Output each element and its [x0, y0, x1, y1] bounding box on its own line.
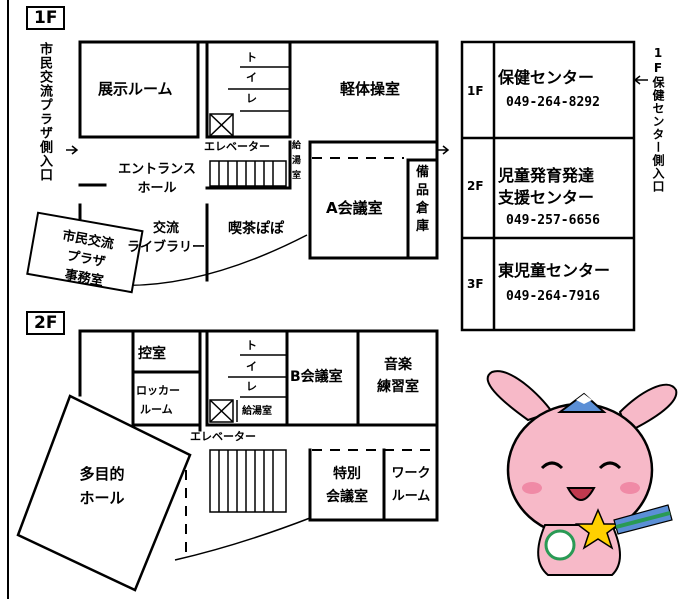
- multipurpose-label-2: ホール: [79, 489, 125, 507]
- exhibit-room-label: 展示ルーム: [98, 80, 173, 98]
- entrance-hall-label-2: ホール: [137, 181, 177, 196]
- storage-label-2: 品: [416, 183, 430, 198]
- plaza-entrance-label: 市民交流プラザ側入口: [37, 42, 52, 182]
- elevator-label-2f: エレベーター: [190, 430, 256, 443]
- meeting-a-label: A会議室: [326, 199, 383, 217]
- storage-label-4: 庫: [416, 219, 430, 234]
- special-meeting-label-1: 特別: [333, 466, 361, 482]
- floor-label-2f: 2F: [26, 311, 66, 335]
- multipurpose-label-1: 多目的: [79, 465, 125, 483]
- library-label-2: ライブラリー: [126, 240, 205, 255]
- stairs-1f: [209, 66, 290, 187]
- multipurpose-hall-outline: [16, 394, 192, 592]
- elevator-icon: [209, 399, 234, 423]
- special-meeting-label-2: 会議室: [326, 489, 368, 505]
- mascot-icon: [486, 370, 678, 576]
- library-label-1: 交流: [152, 221, 179, 236]
- meeting-b-label: B会議室: [290, 369, 343, 385]
- hc-name-2f-2: 支援センター: [498, 188, 595, 207]
- hc-name-2f-1: 児童発育発達: [498, 166, 595, 185]
- hc-floor-3f: 3F: [467, 277, 484, 291]
- workroom-label-1: ワーク: [391, 466, 431, 481]
- kitchen-label-3: 室: [292, 171, 302, 181]
- locker-label-2: ルーム: [140, 403, 173, 416]
- hc-floor-2f: 2F: [467, 179, 484, 193]
- hc-phone-2f: 049-257-6656: [506, 213, 600, 228]
- hc-name-1f: 保健センター: [498, 68, 595, 87]
- locker-label-1: ロッカー: [136, 384, 180, 397]
- kitchen2-label: 給湯室: [242, 406, 272, 417]
- toilet2-label-3: レ: [246, 380, 257, 393]
- elevator-icon: [209, 113, 234, 137]
- hc-phone-3f: 049-264-7916: [506, 289, 600, 304]
- kitchen-label-1: 給: [292, 141, 302, 151]
- workroom-label-2: ルーム: [391, 489, 431, 504]
- toilet-label-1: ト: [246, 51, 257, 64]
- light-gym-outline: [288, 40, 439, 144]
- entrance-hall-label-1: エントランス: [118, 162, 196, 177]
- hc-entrance-label: 1F保健センター側入口: [651, 46, 665, 193]
- hc-floor-1f: 1F: [467, 84, 484, 98]
- anteroom-label: 控室: [138, 346, 166, 362]
- toilet2-label-1: ト: [246, 339, 257, 352]
- music-label-1: 音楽: [384, 357, 412, 373]
- hc-phone-1f: 049-264-8292: [506, 95, 600, 110]
- floor-label-1f: 1F: [26, 6, 66, 30]
- toilet-label-2: イ: [246, 71, 257, 84]
- music-label-2: 練習室: [377, 379, 419, 395]
- cafe-label: 喫茶ぽぽ: [228, 221, 284, 237]
- light-gym-label: 軽体操室: [340, 80, 401, 98]
- kitchen-label-2: 湯: [292, 156, 302, 166]
- toilet2-label-2: イ: [246, 360, 257, 373]
- storage-label-1: 備: [416, 165, 430, 180]
- toilet-label-3: レ: [246, 92, 257, 105]
- storage-label-3: 倉: [416, 201, 430, 216]
- health-center-panel: [460, 40, 636, 332]
- hc-name-3f: 東児童センター: [498, 261, 611, 280]
- elevator-label-1f: エレベーター: [204, 140, 270, 153]
